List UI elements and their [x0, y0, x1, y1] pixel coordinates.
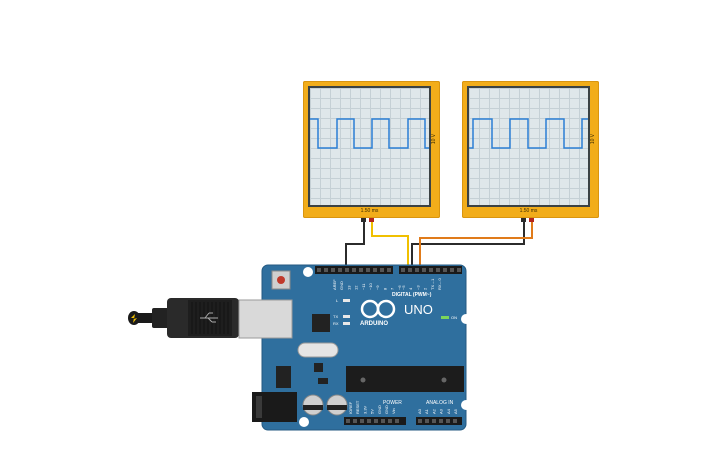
pin-label: A3: [439, 408, 444, 414]
pin-label: A1: [424, 408, 429, 414]
pin-label: 2: [423, 287, 428, 290]
mount-hole: [461, 314, 471, 324]
arduino-infinity-logo: [360, 299, 396, 319]
arduino-board[interactable]: ARDUINO UNO DIGITAL (PWM~) POWER ANALOG …: [238, 264, 471, 431]
time-scale-label: 1.50 ms: [519, 208, 538, 214]
power-jack-detail: [256, 396, 262, 418]
probe-left-red[interactable]: [369, 216, 374, 222]
usb-port: [238, 299, 293, 339]
pin-label: ~10: [368, 282, 373, 290]
pin-label: RX←0: [437, 277, 442, 290]
led-on: [441, 316, 449, 319]
pin-label: 12: [354, 285, 359, 290]
pin-label: GND: [384, 405, 389, 414]
brand-text: ARDUINO: [360, 321, 388, 327]
volt-scale-label: 10 V: [589, 133, 596, 145]
pin-label: A0: [417, 408, 422, 414]
probe-right-red[interactable]: [529, 216, 534, 222]
pin-label: 13: [346, 285, 351, 290]
mount-hole: [303, 267, 313, 277]
usb-chip: [312, 314, 330, 332]
pin-label: RESET: [355, 400, 360, 414]
header-pins: [346, 419, 457, 423]
oscilloscope-right[interactable]: 1.50 ms 10 V: [462, 81, 599, 218]
pin-label: ~5: [401, 285, 406, 290]
probe-left-black[interactable]: [361, 216, 366, 222]
wires: [345, 220, 533, 268]
wire-black-right[interactable]: [411, 220, 525, 268]
chip-dot: [441, 377, 447, 383]
mount-hole: [461, 400, 471, 410]
pin-label: 8: [382, 287, 387, 290]
capacitor-band: [327, 405, 347, 410]
pin-label: 5V: [370, 409, 375, 414]
pin-label: IOREF: [348, 401, 353, 414]
pin-label: ~9: [375, 285, 380, 290]
lightning-icon: [131, 314, 137, 323]
oscilloscope-screen: [467, 86, 590, 207]
pin-label: AREF: [332, 279, 337, 290]
square-wave: [310, 118, 429, 149]
probe-right-black[interactable]: [521, 216, 526, 222]
pin-label: GND: [339, 281, 344, 290]
mount-hole: [299, 417, 309, 427]
pin-label: Vin: [391, 408, 396, 414]
led-rx: [343, 322, 350, 325]
pin-label: ~3: [415, 285, 420, 290]
wire-yellow[interactable]: [371, 220, 409, 268]
regulator: [276, 366, 291, 388]
time-scale-label: 1.50 ms: [360, 208, 379, 214]
on-label: ON: [451, 315, 457, 320]
power-label: POWER: [383, 400, 402, 406]
pin-label: GND: [377, 405, 382, 414]
pin-label: 7: [390, 287, 395, 290]
oscilloscope-screen: [308, 86, 431, 207]
pin-label: 4: [408, 287, 413, 290]
small-chip: [314, 363, 323, 372]
rx-label: RX: [333, 321, 339, 326]
pin-label: 3.3V: [362, 405, 367, 414]
analog-label: ANALOG IN: [426, 400, 454, 406]
oscilloscope-left[interactable]: 1.50 ms 10 V: [303, 81, 440, 218]
pin-label: ~6: [397, 285, 402, 290]
led-l: [343, 299, 350, 302]
tx-label: TX: [333, 314, 338, 319]
pin-label: A2: [431, 408, 436, 414]
header-pins: [317, 268, 461, 272]
volt-scale-label: 10 V: [430, 133, 437, 145]
pin-label: A4: [446, 408, 451, 414]
reset-button-cap: [277, 276, 285, 284]
model-text: UNO: [404, 302, 433, 317]
usb-cable[interactable]: [128, 298, 239, 338]
wire-orange[interactable]: [419, 220, 533, 268]
wire-black-left[interactable]: [345, 220, 365, 268]
pin-label: A5: [453, 408, 458, 414]
crystal: [297, 342, 339, 358]
chip-dot: [360, 377, 366, 383]
usb-symbol-icon: [200, 312, 218, 323]
l-label: L: [336, 298, 339, 303]
digital-label: DIGITAL (PWM~): [392, 292, 432, 298]
small-chip: [318, 378, 328, 384]
pin-label: ~11: [361, 283, 366, 290]
pin-label: TX→1: [430, 278, 435, 290]
square-wave: [469, 118, 588, 149]
led-tx: [343, 315, 350, 318]
capacitor-band: [303, 405, 323, 410]
